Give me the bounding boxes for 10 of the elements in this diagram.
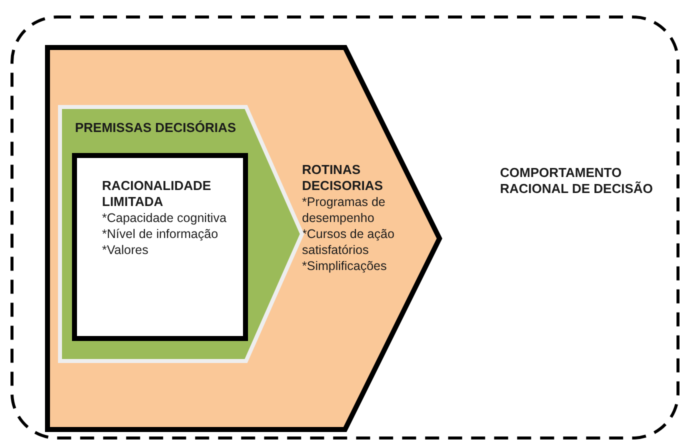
list-item: *Cursos de ação satisfatórios — [302, 226, 396, 258]
node-heading: COMPORTAMENTO RACIONAL DE DECISÃO — [500, 165, 654, 197]
list-item: *Simplificações — [302, 258, 388, 274]
list-item: *Nível de informação — [102, 226, 220, 242]
list-item: *Capacidade cognitiva — [102, 210, 228, 226]
node-heading: ROTINAS DECISORIAS — [302, 162, 384, 194]
node-heading: RACIONALIDADE LIMITADA — [102, 178, 212, 210]
list-item: *Valores — [102, 242, 150, 258]
list-item: *Programas de desempenho — [302, 194, 386, 226]
node-heading: PREMISSAS DECISÓRIAS — [75, 120, 238, 136]
